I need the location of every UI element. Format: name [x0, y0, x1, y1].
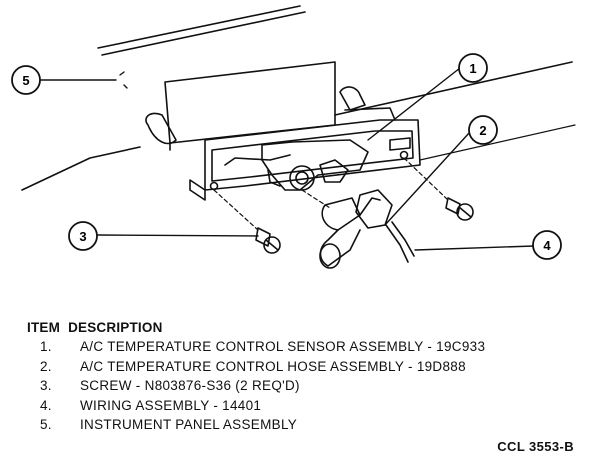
- legend-row-number: 5.: [40, 417, 52, 433]
- legend-row: 4. WIRING ASSEMBLY - 14401: [27, 396, 587, 416]
- legend-row-number: 1.: [40, 339, 52, 354]
- screw-right: [445, 197, 474, 221]
- alignment-lines: [213, 157, 449, 231]
- legend-header-description: DESCRIPTION: [68, 320, 163, 335]
- screw-left: [255, 227, 281, 254]
- legend-row-text: A/C TEMPERATURE CONTROL SENSOR ASSEMBLY …: [80, 339, 486, 354]
- bracket-end-caps: [145, 86, 366, 145]
- exploded-assembly-diagram: 1 2 3 4 5: [11, 5, 576, 269]
- svg-text:3: 3: [79, 229, 86, 244]
- callout-leaders: [39, 67, 535, 251]
- svg-text:1: 1: [469, 61, 476, 76]
- svg-text:5: 5: [22, 73, 29, 88]
- callout-1: 1: [458, 53, 488, 83]
- legend-row-number: 3.: [40, 378, 52, 394]
- legend-row-text: A/C TEMPERATURE CONTROL HOSE ASSEMBLY - …: [80, 358, 466, 374]
- callout-2: 2: [468, 115, 498, 145]
- figure-code: CCL 3553-B: [497, 439, 574, 454]
- legend-row-text: INSTRUMENT PANEL ASSEMBLY: [80, 417, 298, 433]
- legend-header-item: ITEM: [27, 320, 61, 335]
- legend-row-text: WIRING ASSEMBLY - 14401: [80, 397, 262, 413]
- callout-4: 4: [532, 230, 562, 260]
- callout-5: 5: [11, 65, 41, 95]
- svg-text:2: 2: [479, 123, 486, 138]
- legend-row: 2. A/C TEMPERATURE CONTROL HOSE ASSEMBLY…: [27, 357, 587, 377]
- hose-assembly: [319, 197, 381, 269]
- legend-row: 3. SCREW - N803876-S36 (2 REQ'D): [27, 376, 587, 396]
- wiring-connector: [355, 189, 415, 263]
- legend-row: 1. A/C TEMPERATURE CONTROL SENSOR ASSEMB…: [27, 337, 587, 357]
- legend-row: 5. INSTRUMENT PANEL ASSEMBLY: [27, 415, 587, 435]
- svg-text:4: 4: [543, 238, 551, 253]
- parts-legend: ITEM DESCRIPTION 1. A/C TEMPERATURE CONTR…: [27, 320, 587, 435]
- legend-row-number: 2.: [40, 358, 52, 374]
- temperature-sensor: [261, 139, 369, 191]
- legend-header: ITEM DESCRIPTION: [27, 320, 587, 335]
- sensor-bracket: [164, 61, 421, 201]
- legend-row-number: 4.: [40, 397, 52, 413]
- legend-row-text: SCREW - N803876-S36 (2 REQ'D): [80, 378, 300, 394]
- callout-3: 3: [68, 221, 98, 251]
- instrument-panel-outline: [21, 5, 576, 191]
